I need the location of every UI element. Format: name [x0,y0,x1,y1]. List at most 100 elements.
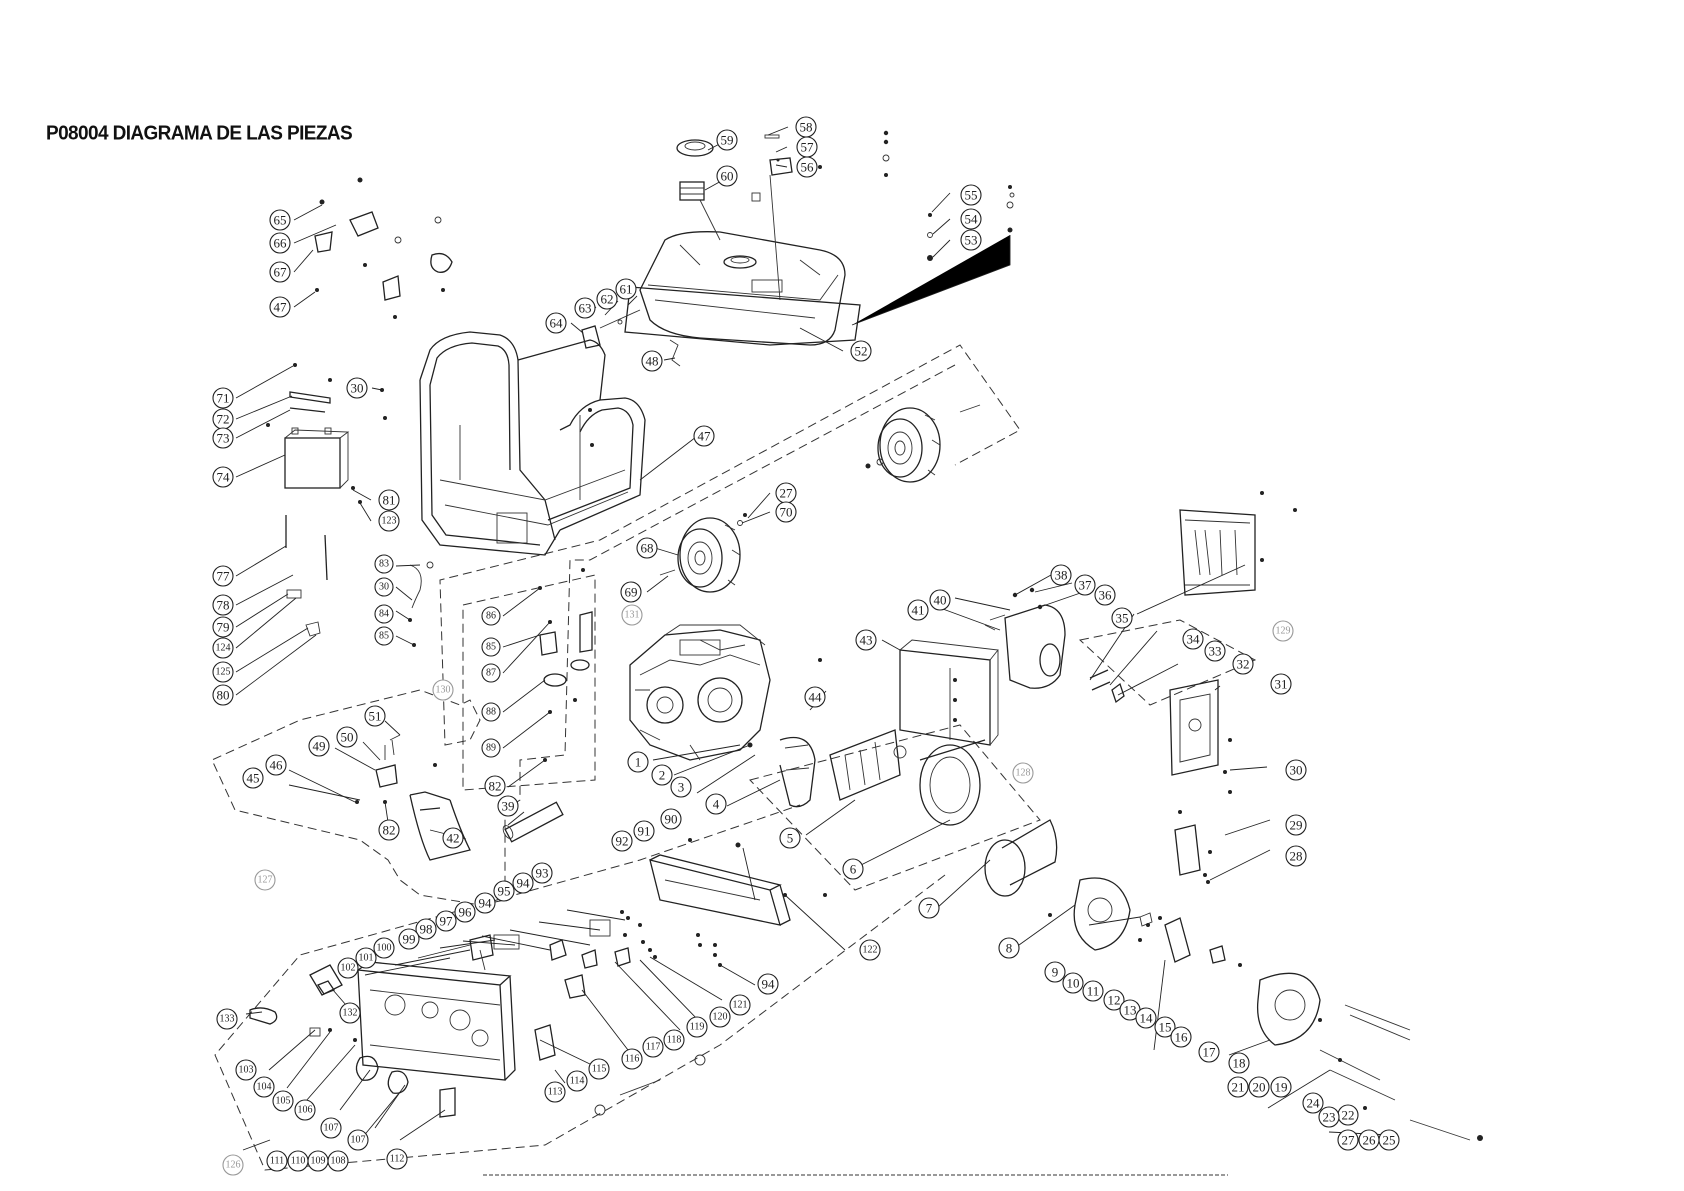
svg-text:74: 74 [217,470,231,485]
svg-text:23: 23 [1323,1110,1336,1125]
svg-text:84: 84 [379,609,389,620]
callout-38: 38 [1050,564,1072,586]
callout-27-bottom: 27 [1337,1129,1359,1151]
callout-94-b: 94 [474,892,496,914]
svg-text:123: 123 [382,516,397,527]
svg-text:119: 119 [690,1022,705,1033]
callout-68: 68 [636,537,658,559]
svg-text:5: 5 [787,831,794,846]
svg-text:61: 61 [620,282,633,297]
callout-70: 70 [775,501,797,523]
callout-28: 28 [1285,845,1307,867]
svg-text:100: 100 [377,943,392,954]
svg-text:98: 98 [420,922,433,937]
svg-text:38: 38 [1055,568,1068,583]
callout-69: 69 [620,581,642,603]
callout-56: 56 [796,156,818,178]
boundary-127 [211,344,1021,906]
callout-84-left: 84 [374,604,394,624]
svg-text:101: 101 [359,953,374,964]
svg-text:112: 112 [390,1154,405,1165]
callout-127: 127 [254,869,276,891]
svg-text:122: 122 [863,945,878,956]
callout-65: 65 [269,209,291,231]
svg-text:53: 53 [965,233,978,248]
callout-53: 53 [960,229,982,251]
callout-120: 120 [709,1006,731,1028]
callout-54: 54 [960,208,982,230]
svg-text:82: 82 [489,779,502,794]
callout-101: 101 [355,947,377,969]
callout-97: 97 [435,910,457,932]
callout-73: 73 [212,427,234,449]
callout-129: 129 [1272,620,1294,642]
svg-text:70: 70 [780,505,793,520]
callout-82-mid: 82 [484,775,506,797]
svg-text:51: 51 [369,709,382,724]
svg-text:71: 71 [217,391,230,406]
callout-14: 14 [1135,1007,1157,1029]
svg-text:109: 109 [311,1156,326,1167]
callout-23: 23 [1318,1106,1340,1128]
callout-24: 24 [1302,1092,1324,1114]
svg-text:128: 128 [1016,768,1031,779]
svg-text:97: 97 [440,914,454,929]
callout-57: 57 [796,136,818,158]
callout-106: 106 [294,1099,316,1121]
boundary-126 [214,804,946,1171]
callout-26: 26 [1358,1129,1380,1151]
callout-31: 31 [1270,673,1292,695]
svg-text:65: 65 [274,213,287,228]
callout-41: 41 [907,599,929,621]
svg-text:47: 47 [698,429,712,444]
svg-text:126: 126 [226,1160,241,1171]
svg-text:92: 92 [616,834,629,849]
svg-text:110: 110 [291,1156,306,1167]
callout-8: 8 [998,937,1020,959]
callout-47-frame: 47 [693,425,715,447]
callout-122: 122 [859,939,881,961]
callout-47-top: 47 [269,296,291,318]
svg-text:20: 20 [1253,1080,1266,1095]
svg-text:6: 6 [850,862,857,877]
callout-51: 51 [364,705,386,727]
callout-107-a: 107 [320,1117,342,1139]
svg-text:127: 127 [258,875,273,886]
callout-92: 92 [611,830,633,852]
svg-text:36: 36 [1099,588,1113,603]
svg-text:41: 41 [912,603,925,618]
callout-25: 25 [1378,1129,1400,1151]
svg-text:133: 133 [220,1014,235,1025]
callout-109: 109 [307,1150,329,1172]
svg-text:83: 83 [379,559,389,570]
svg-text:13: 13 [1124,1003,1137,1018]
callout-30-right: 30 [1285,759,1307,781]
control-panel-parts [249,838,827,1118]
callout-46: 46 [265,754,287,776]
svg-text:87: 87 [486,668,496,679]
svg-text:68: 68 [641,541,654,556]
svg-text:26: 26 [1363,1133,1377,1148]
frame-drawing [419,331,646,556]
svg-text:85: 85 [486,642,496,653]
svg-text:73: 73 [217,431,230,446]
callout-3: 3 [670,776,692,798]
callout-leaders [235,126,1391,1151]
svg-text:107: 107 [351,1135,366,1146]
wheel-right-drawing [865,404,981,483]
svg-text:69: 69 [625,585,638,600]
svg-text:72: 72 [217,412,230,427]
callout-30-top: 30 [346,377,368,399]
svg-text:58: 58 [800,120,813,135]
bracket-parts-131 [538,568,593,762]
svg-text:62: 62 [601,292,614,307]
callouts: 1 2 3 4 5 6 7 8 9 10 11 12 13 14 15 16 1… [212,116,1400,1176]
callout-133: 133 [216,1008,238,1030]
svg-text:88: 88 [486,707,496,718]
callout-85-left: 85 [374,626,394,646]
callout-116: 116 [621,1048,643,1070]
callout-34: 34 [1182,628,1204,650]
callout-114: 114 [566,1070,588,1092]
svg-text:28: 28 [1290,849,1303,864]
svg-text:105: 105 [276,1096,291,1107]
